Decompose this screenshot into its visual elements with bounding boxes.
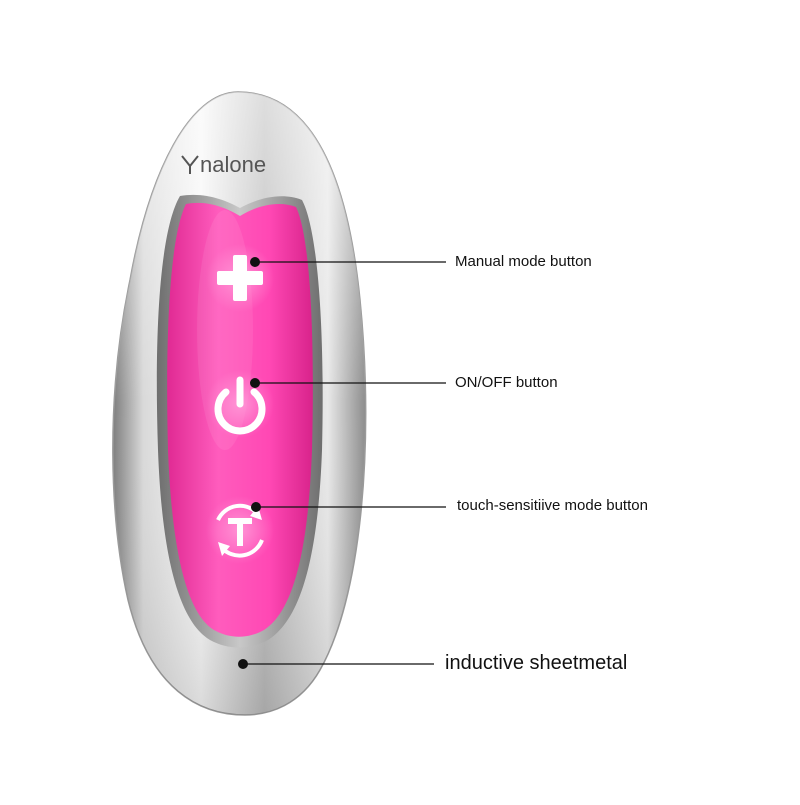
manual-mode-button[interactable]: [217, 255, 263, 301]
power-icon: [214, 376, 266, 435]
on-off-button[interactable]: [214, 376, 266, 435]
plus-icon: [217, 255, 263, 301]
label-sheetmetal: inductive sheetmetal: [445, 652, 628, 674]
label-manual-mode: Manual mode button: [455, 253, 592, 270]
brand-logo: nalone: [200, 152, 266, 177]
label-on-off: ON/OFF button: [455, 374, 558, 391]
logo-mark: [181, 155, 199, 174]
callout-dots: [238, 257, 261, 669]
label-touch-mode: touch-sensitiive mode button: [457, 497, 648, 514]
callout-lines: [243, 261, 446, 665]
